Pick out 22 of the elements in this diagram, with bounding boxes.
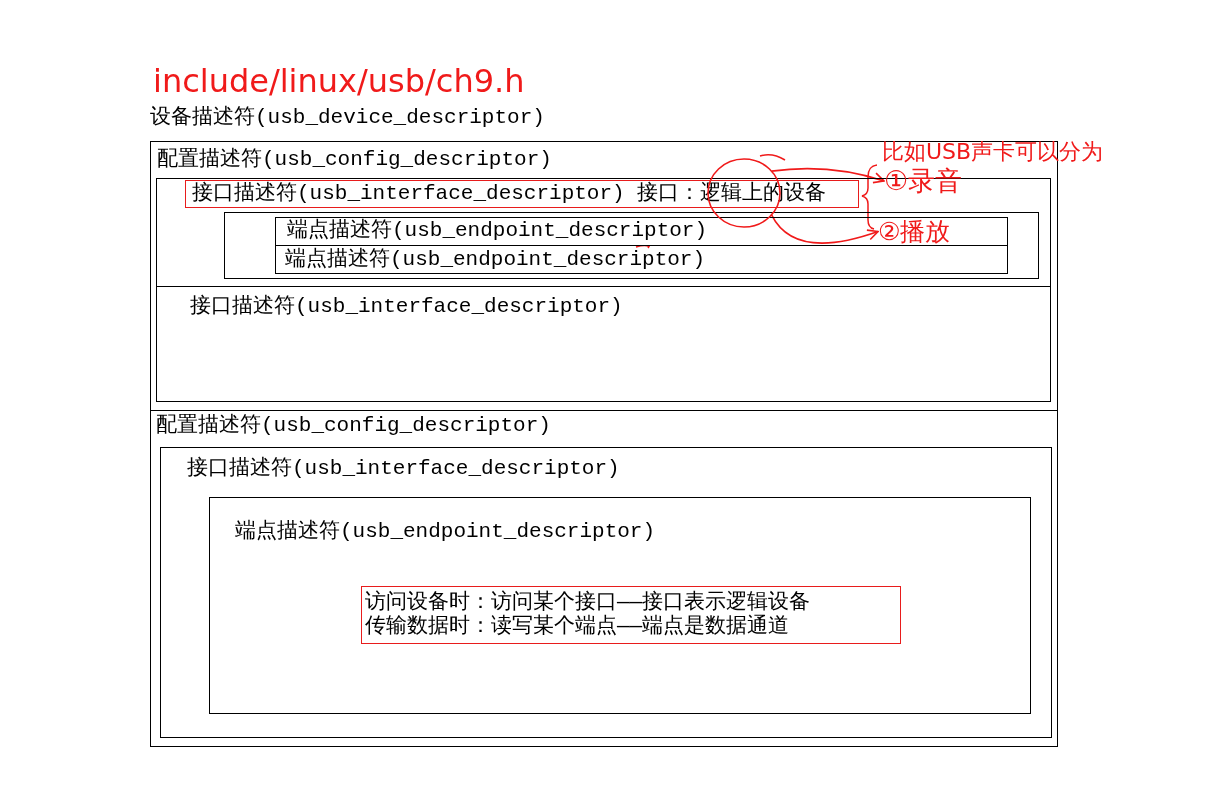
descriptor-title: 端点描述符(usb_endpoint_descriptor) — [287, 220, 708, 242]
handwritten-note: ②播放 — [878, 218, 986, 245]
descriptor-title: 配置描述符(usb_config_descriptor) — [156, 414, 551, 438]
interface-box — [160, 447, 1052, 738]
descriptor-title: 接口描述符(usb_interface_descriptor) — [190, 295, 623, 319]
endpoint-group-box — [224, 212, 1039, 279]
note-line: 传输数据时：读写某个端点——端点是数据通道 — [365, 615, 791, 639]
arrow — [770, 167, 885, 184]
highlight-box — [185, 180, 859, 208]
handwritten-note: include/linux/usb/ch9.h — [153, 61, 525, 102]
descriptor-title: 配置描述符(usb_config_descriptor) — [157, 148, 552, 172]
endpoint-box — [209, 497, 1031, 714]
note-box — [361, 586, 901, 644]
endpoint-row — [275, 245, 1008, 274]
descriptor-title: 端点描述符(usb_endpoint_descriptor) — [235, 520, 656, 544]
interface-section — [156, 286, 1051, 402]
arrow — [770, 214, 879, 244]
descriptor-title: 端点描述符(usb_endpoint_descriptor) — [285, 249, 706, 271]
descriptor-title: 设备描述符(usb_device_descriptor) — [150, 106, 545, 130]
note-line: 访问设备时：访问某个接口——接口表示逻辑设备 — [365, 591, 811, 614]
endpoint-row — [275, 217, 1008, 246]
descriptor-title: 接口描述符(usb_interface_descriptor) — [187, 457, 620, 481]
